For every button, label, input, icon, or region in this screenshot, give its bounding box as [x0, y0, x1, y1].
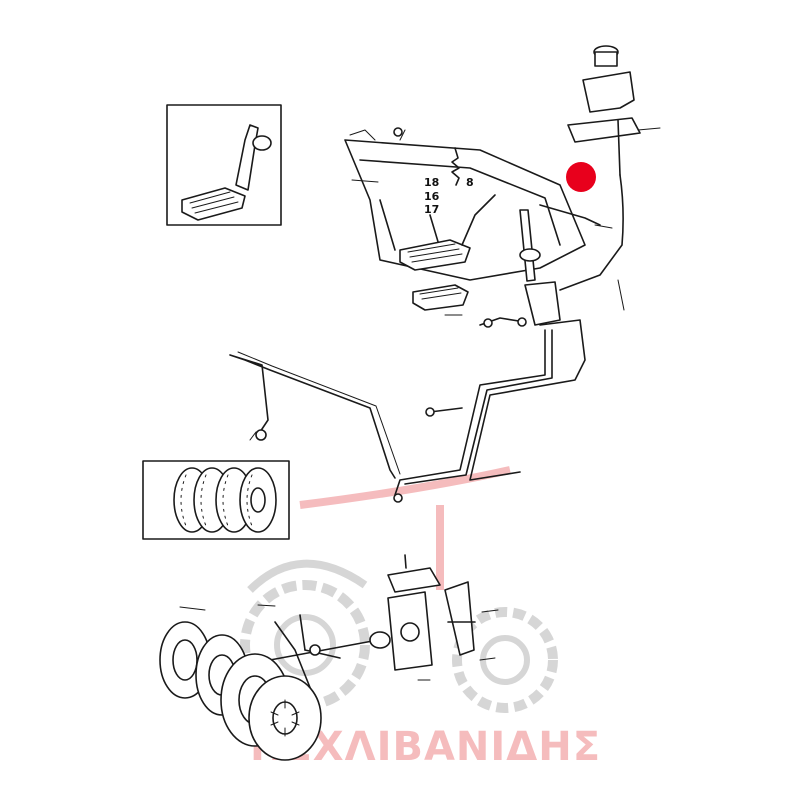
lower-bolt — [617, 279, 625, 311]
inset-brake-discs — [142, 460, 290, 540]
small-bolt-2 — [257, 604, 276, 607]
reservoir-hose — [559, 174, 624, 291]
right-pedal-pad — [412, 284, 469, 311]
watermark-cab-roof — [299, 466, 511, 509]
master-cylinder — [524, 281, 561, 326]
pipe-lower-fitting — [393, 493, 403, 503]
pedal-frame-detail — [349, 129, 406, 183]
pipe-end-fitting — [255, 429, 267, 441]
pivot-bolt — [393, 127, 403, 137]
reservoir-bolt — [637, 127, 661, 131]
brake-pipe-long — [469, 319, 586, 481]
actuator-lever — [274, 621, 316, 701]
actuator-rod — [269, 639, 379, 661]
red-dot-marker-icon[interactable] — [566, 162, 596, 192]
actuator-bore — [400, 622, 420, 642]
callout-18: 18 — [424, 176, 439, 189]
bleed-screw — [429, 407, 463, 413]
small-bolt-3 — [481, 609, 499, 613]
left-pedal-arm — [461, 194, 496, 246]
brake-pipe-far-left — [229, 354, 396, 479]
watermark-front-wheel — [452, 607, 558, 713]
inset-pedal-pad — [181, 187, 246, 221]
brake-drum-stack — [159, 621, 322, 761]
pipe-end-stub — [249, 431, 257, 441]
linkage-arm — [539, 204, 601, 226]
fitting-nut-mid — [517, 317, 527, 327]
drum-disc-splines — [270, 699, 300, 737]
reservoir-body — [582, 71, 635, 113]
brake-fluid-reservoir — [559, 45, 661, 291]
watermark-rear-wheel — [240, 580, 370, 710]
drum-plate-1-inner — [172, 639, 198, 681]
brake-pipes — [229, 319, 586, 503]
actuator-top-block — [387, 567, 441, 593]
actuator-pin — [309, 644, 321, 656]
watermark-fender — [247, 559, 368, 593]
actuator-bracket-right — [444, 581, 475, 656]
inset-pedal-arm — [235, 124, 259, 191]
small-bolt-1 — [179, 606, 206, 611]
inset-pedal-pad-ribs — [189, 191, 239, 214]
inset-pedal — [166, 104, 282, 226]
callout-17: 17 — [424, 203, 439, 216]
actuator-bolt — [404, 554, 407, 569]
reservoir-bracket — [567, 117, 641, 143]
callout-16: 16 — [424, 190, 440, 203]
watermark-front-wheel-hub — [480, 635, 530, 685]
inset-pedal-bushing — [252, 135, 272, 151]
brake-disc-4-hub — [250, 487, 266, 513]
master-cylinder-top — [519, 248, 541, 262]
right-pedal-pad-ribs — [419, 287, 462, 300]
callout-8: 8 — [466, 176, 474, 189]
inset-pedal-frame — [166, 104, 282, 226]
reservoir-outlet — [617, 119, 621, 176]
linkage-bolt — [594, 224, 613, 229]
brake-pipe-left-inner — [404, 329, 553, 485]
left-pedal-pad-ribs — [407, 243, 463, 263]
actuator-lever-2 — [299, 614, 306, 651]
fitting-nut-left — [483, 318, 493, 328]
small-bolt-5 — [479, 657, 496, 661]
inset-discs-frame — [142, 460, 290, 540]
spring — [451, 147, 460, 186]
brake-pipe-far-left-inner — [237, 351, 401, 475]
brake-actuator-assembly — [179, 554, 499, 701]
reservoir-cap-body — [594, 51, 618, 67]
actuator-rod-boot — [369, 631, 391, 649]
pedal-assembly: 18 8 16 17 — [344, 127, 625, 328]
brake-pipe-left — [394, 329, 546, 496]
bleed-screw-head — [425, 407, 435, 417]
left-pedal-pad — [399, 239, 471, 271]
